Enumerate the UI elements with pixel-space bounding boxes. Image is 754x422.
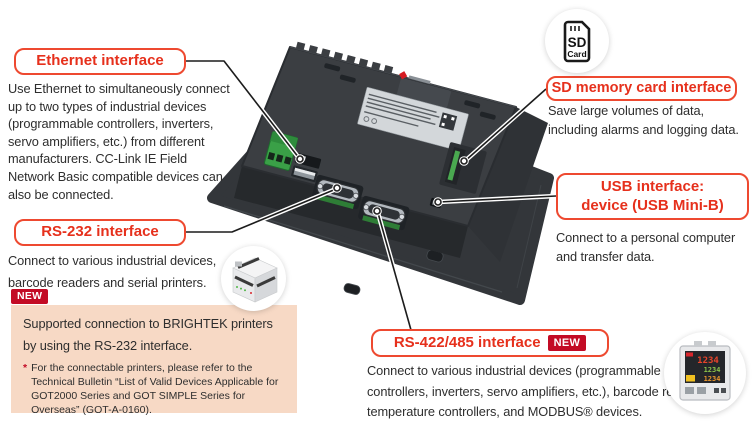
printer-icon [221,246,286,311]
footnote-marker: * [23,362,28,374]
rs422-label: RS-422/485 interface NEW [371,329,609,357]
device-connector-face [234,166,468,258]
new-badge-rs422: NEW [547,335,587,351]
qr-code [438,112,458,131]
sd-description: Save large volumes of data, including al… [548,103,739,137]
new-badge-printer: NEW [11,289,49,305]
footnote-text: For the connectable printers, please ref… [31,362,279,416]
callout-line-sd [464,88,547,162]
temp-display-line2: 1234 [704,366,721,374]
printer-note-footnote: * For the connectable printers, please r… [23,361,283,417]
temperature-controller-icon: 1234 1234 1234 [664,332,746,414]
rs422-description: Connect to various industrial devices (p… [367,363,709,419]
sd-label-text: SD memory card interface [551,80,732,97]
mitsubishi-logo [399,71,431,84]
sd-icon-text: SD [568,35,587,50]
callout-line-rs232 [186,188,337,233]
printer-note-panel: Supported connection to BRIGHTEK printer… [11,305,297,416]
raised-panel [397,78,451,108]
callout-line-rs422 [377,212,412,331]
usb-description: Connect to a personal computer and trans… [556,230,736,264]
printer-note-text: Supported connection to BRIGHTEK printer… [23,316,273,353]
sd-card-icon: SD Card [545,9,609,73]
temp-display-line3: 1234 [704,375,721,383]
rs422-label-text: RS-422/485 interface [393,333,541,351]
ethernet-description: Use Ethernet to simultaneously connect u… [8,81,230,202]
usb-label: USB interface: device (USB Mini-B) [556,173,749,220]
rs232-description: Connect to various industrial devices, b… [8,253,217,290]
rs232-label-text: RS-232 interface [41,223,159,241]
sd-label: SD memory card interface [546,76,737,101]
callout-line-ethernet [186,60,300,159]
usb-label-line2: device (USB Mini-B) [581,196,724,214]
rs232-label: RS-232 interface [14,219,186,246]
ethernet-label-text: Ethernet interface [36,52,164,70]
temp-display-line1: 1234 [697,356,719,366]
rs422-port [358,195,410,231]
ethernet-label: Ethernet interface [14,48,186,75]
usb-a-port [290,164,319,184]
vent-slots [324,63,496,120]
callout-line-usb [438,195,557,203]
sd-icon-subtext: Card [567,49,586,59]
port-markers [295,154,469,216]
rating-label [357,87,469,151]
device-right-face [468,107,548,262]
usb-label-line1: USB interface: [600,177,705,195]
